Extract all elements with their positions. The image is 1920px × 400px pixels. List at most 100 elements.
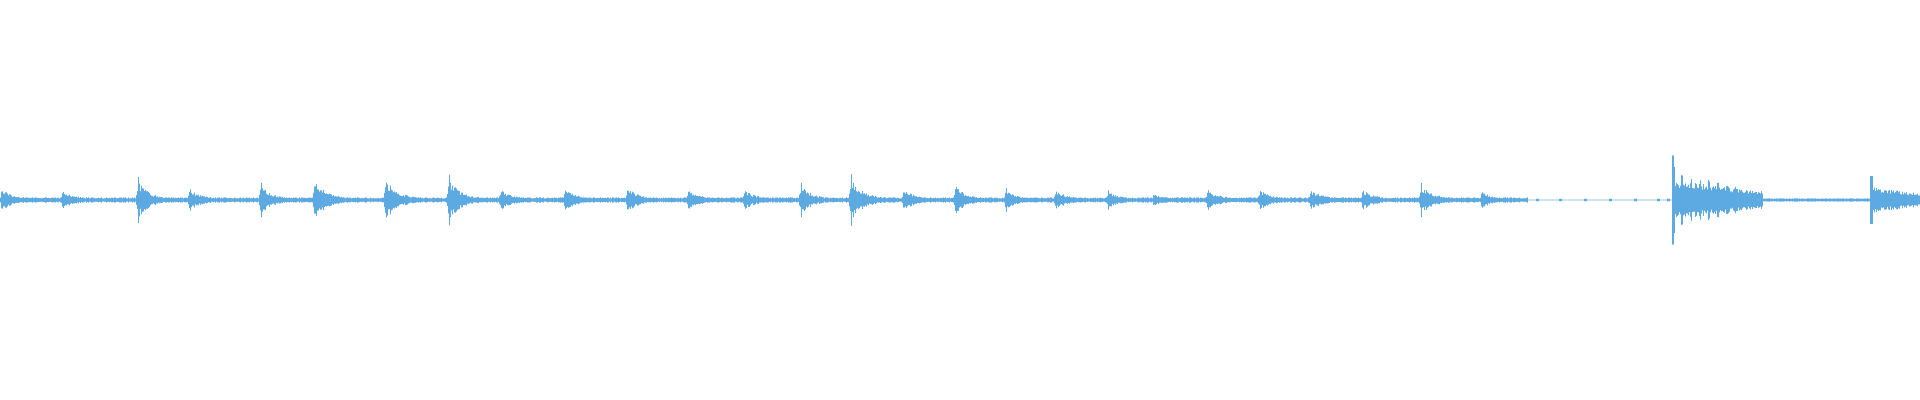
waveform-sample <box>80 197 81 204</box>
waveform-sample <box>1913 192 1914 208</box>
waveform-sample <box>1090 198 1091 202</box>
waveform-sample <box>1415 197 1416 203</box>
waveform-sample <box>440 198 441 202</box>
waveform-sample <box>891 197 892 203</box>
waveform-sample <box>803 190 804 210</box>
waveform-sample <box>1697 187 1698 213</box>
waveform-sample <box>923 197 924 203</box>
waveform-sample <box>33 198 34 202</box>
waveform-sample <box>411 197 412 203</box>
waveform-sample <box>1707 189 1708 211</box>
waveform-sample <box>996 197 997 203</box>
waveform-sample <box>737 197 738 203</box>
waveform-sample <box>1507 197 1508 203</box>
waveform-sample <box>1236 197 1237 203</box>
waveform-sample <box>817 196 818 204</box>
waveform-sample <box>1463 197 1464 203</box>
waveform-sample <box>161 197 162 203</box>
waveform-sample <box>853 183 854 217</box>
waveform-sample <box>796 197 797 203</box>
waveform-sample <box>327 194 328 206</box>
waveform-sample <box>1682 175 1683 225</box>
waveform-sample <box>1771 198 1772 202</box>
waveform-sample <box>726 197 727 203</box>
waveform-sample <box>530 197 531 203</box>
waveform-sample <box>588 197 589 203</box>
waveform-sample <box>1839 198 1840 202</box>
waveform-sample <box>1842 198 1843 202</box>
waveform-sample <box>863 193 864 207</box>
waveform-sample <box>1909 193 1910 207</box>
waveform-sample <box>386 182 387 218</box>
waveform-sample <box>1398 198 1399 202</box>
waveform-sample <box>746 192 747 208</box>
waveform-sample <box>1085 197 1086 203</box>
waveform-sample <box>621 197 622 203</box>
waveform-sample <box>897 197 898 203</box>
waveform-sample <box>267 194 268 206</box>
waveform-sample <box>565 190 566 210</box>
waveform-sample <box>645 197 646 203</box>
waveform-sample <box>1100 197 1101 203</box>
waveform-sample <box>691 192 692 208</box>
waveform-sample <box>1114 196 1115 204</box>
waveform-sample <box>1166 197 1167 203</box>
waveform-sample <box>1079 197 1080 203</box>
waveform-sample <box>860 193 861 207</box>
waveform-sample <box>1333 198 1334 202</box>
waveform-sample <box>1163 197 1164 203</box>
waveform-sample <box>1739 189 1740 211</box>
waveform-sample <box>1271 197 1272 203</box>
waveform-sample <box>1317 194 1318 206</box>
waveform-sample <box>42 197 43 203</box>
waveform-sample <box>864 193 865 207</box>
waveform-sample <box>761 197 762 203</box>
waveform-sample <box>461 192 462 208</box>
waveform-sample <box>1456 197 1457 203</box>
waveform-sample <box>590 197 591 203</box>
waveform-sample <box>706 197 707 203</box>
waveform-sample <box>544 198 545 202</box>
waveform-sample <box>1447 197 1448 203</box>
waveform-sample <box>715 198 716 202</box>
waveform-sample <box>1080 197 1081 203</box>
waveform-sample <box>634 193 635 207</box>
waveform-sample <box>836 197 837 203</box>
waveform-sample <box>1258 196 1259 204</box>
waveform-sample <box>740 197 741 203</box>
waveform-sample <box>1467 197 1468 203</box>
waveform-sample <box>607 197 608 203</box>
waveform-sample <box>1477 197 1478 203</box>
waveform-sample <box>185 197 186 203</box>
waveform-sample <box>296 197 297 203</box>
waveform-sample <box>1900 194 1901 206</box>
waveform-sample <box>112 197 113 203</box>
waveform-sample <box>230 197 231 203</box>
waveform-sample <box>881 197 882 203</box>
waveform-sample <box>975 197 976 203</box>
waveform-sample <box>1880 189 1881 211</box>
waveform-sample <box>1143 197 1144 203</box>
waveform-sample <box>720 198 721 202</box>
waveform-sample <box>1915 194 1916 206</box>
waveform-sample <box>1287 197 1288 203</box>
waveform-sample <box>672 197 673 203</box>
waveform-sample <box>1314 192 1315 208</box>
waveform-sample <box>1388 198 1389 202</box>
waveform-sample <box>1035 197 1036 203</box>
waveform-sample <box>1374 196 1375 204</box>
waveform-sample <box>1446 197 1447 203</box>
waveform-sample <box>1798 198 1799 202</box>
waveform-sample <box>670 197 671 203</box>
waveform-sample <box>653 197 654 203</box>
waveform-sample <box>1497 197 1498 203</box>
waveform-sample <box>959 192 960 208</box>
waveform-sample <box>238 198 239 202</box>
waveform-sample <box>1865 198 1866 202</box>
waveform-sample <box>273 196 274 204</box>
waveform-sample <box>1425 193 1426 207</box>
waveform-sample <box>1829 198 1830 202</box>
waveform-sample <box>321 190 322 210</box>
waveform-sample <box>1128 197 1129 203</box>
waveform-sample <box>218 197 219 203</box>
